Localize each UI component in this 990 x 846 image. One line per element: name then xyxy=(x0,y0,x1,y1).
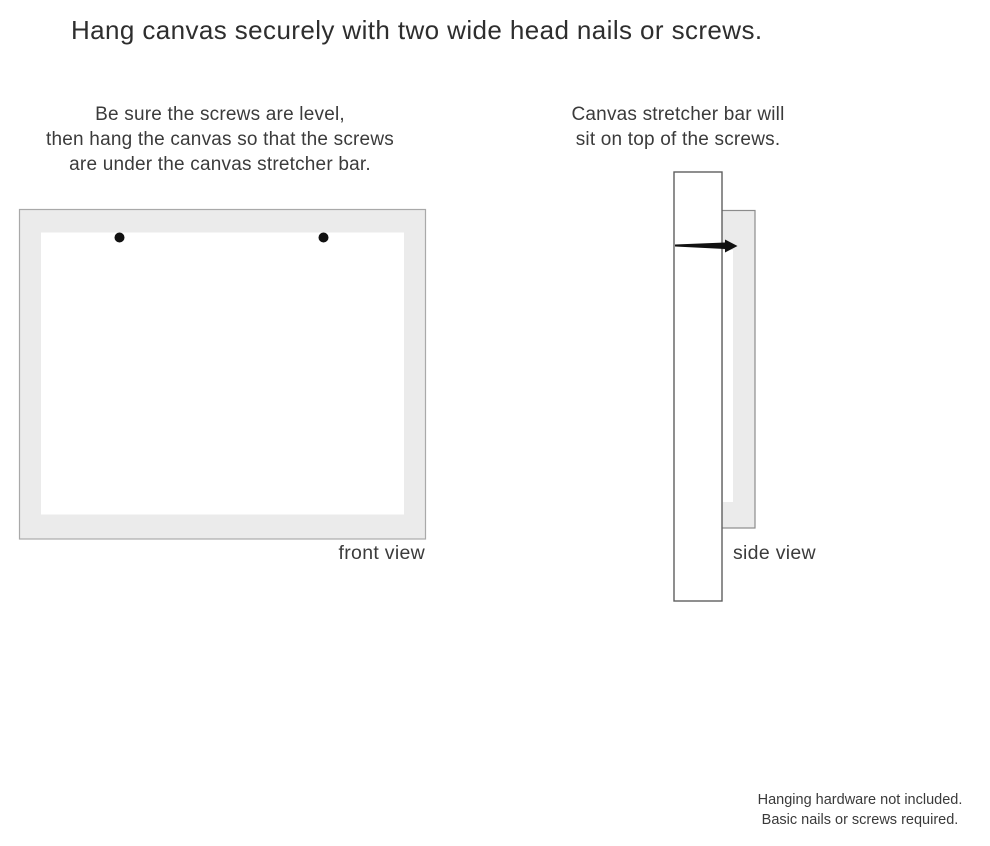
side-view-caption: side view xyxy=(733,542,816,564)
front-view-instructions: Be sure the screws are level, then hang … xyxy=(28,102,412,177)
screw-dot-left-icon xyxy=(114,232,125,243)
canvas-hollow-gap xyxy=(723,250,733,502)
front-view-caption: front view xyxy=(338,542,425,564)
side-view-instructions: Canvas stretcher bar will sit on top of … xyxy=(538,102,818,152)
front-instruction-line: are under the canvas stretcher bar. xyxy=(69,154,371,175)
canvas-front-face xyxy=(41,232,404,515)
footnote-line: Hanging hardware not included. xyxy=(757,792,963,808)
front-instruction-line: Be sure the screws are level, xyxy=(95,104,345,125)
front-view-diagram xyxy=(18,208,427,540)
page-title: Hang canvas securely with two wide head … xyxy=(71,15,763,45)
nail-icon xyxy=(675,239,738,253)
front-instruction-line: then hang the canvas so that the screws xyxy=(46,129,394,150)
side-instruction-line: Canvas stretcher bar will xyxy=(571,104,785,125)
footnote-line: Basic nails or screws required. xyxy=(761,812,959,828)
hardware-footnote: Hanging hardware not included. Basic nai… xyxy=(735,790,985,830)
side-instruction-line: sit on top of the screws. xyxy=(575,129,781,150)
side-view-diagram xyxy=(673,171,756,602)
wall-bar xyxy=(673,171,723,602)
screw-dot-right-icon xyxy=(318,232,329,243)
